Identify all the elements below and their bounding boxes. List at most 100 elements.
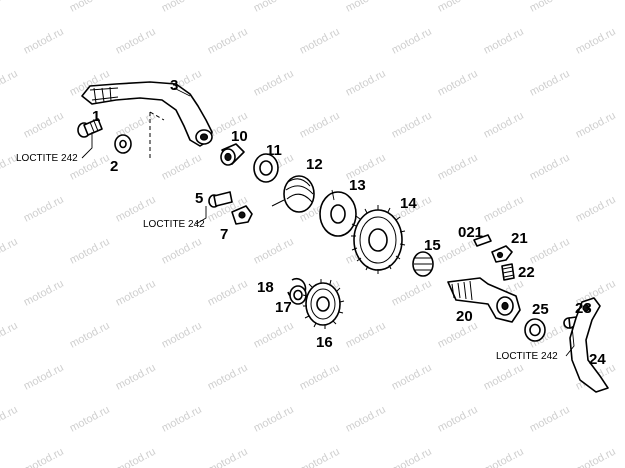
watermark-text: motod.ru [574,194,618,225]
watermark-text: motod.ru [390,278,434,309]
watermark-text: motod.ru [114,26,158,57]
ring-11 [253,153,279,183]
label-part-7: 7 [220,226,228,243]
clip-21 [491,245,513,263]
watermark-text: motod.ru [68,236,112,267]
loctite-note-3: LOCTITE 242 [496,351,558,362]
watermark-text: motod.ru [252,404,296,435]
watermark-text: motod.ru [22,110,66,141]
watermark-text: motod.ru [114,446,158,468]
watermark-text: motod.ru [482,446,526,468]
watermark-text: motod.ru [390,446,434,468]
watermark-text: motod.ru [22,362,66,393]
label-part-16: 16 [316,334,333,351]
watermark-text: motod.ru [298,362,342,393]
watermark-text: motod.ru [160,0,204,15]
watermark-text: motod.ru [0,404,20,435]
label-part-24: 24 [589,351,606,368]
watermark-text: motod.ru [436,152,480,183]
watermark-text: motod.ru [390,362,434,393]
leader-lines [81,87,575,357]
watermark-text: motod.ru [160,152,204,183]
loctite-note-2: LOCTITE 242 [143,219,205,230]
label-part-021: 021 [458,224,483,241]
watermark-text: motod.ru [22,194,66,225]
watermark-text: motod.ru [0,0,20,15]
watermark-text: motod.ru [528,0,572,15]
watermark-text: motod.ru [344,0,388,15]
washer-25 [524,318,546,342]
watermark-text: motod.ru [574,110,618,141]
watermark-text: motod.ru [160,236,204,267]
watermark-text: motod.ru [482,110,526,141]
idler-gear-16 [302,279,345,329]
washer-13 [319,191,357,237]
watermark-text: motod.ru [0,68,20,99]
label-part-14: 14 [400,195,417,212]
watermark-text: motod.ru [298,446,342,468]
watermark-text: motod.ru [22,446,66,468]
watermark-text: motod.ru [436,404,480,435]
watermark-text: motod.ru [344,404,388,435]
watermark-text: motod.ru [482,362,526,393]
bolt-1 [77,118,103,138]
watermark-text: motod.ru [206,446,250,468]
watermark-text: motod.ru [252,320,296,351]
watermark-text: motod.ru [574,26,618,57]
watermark-text: motod.ru [528,404,572,435]
watermark-text: motod.ru [206,278,250,309]
watermark-text: motod.ru [528,152,572,183]
watermark-text: motod.ru [344,320,388,351]
watermark-text: motod.ru [528,68,572,99]
watermark-text: motod.ru [298,110,342,141]
screw-5 [208,191,233,208]
watermark-text: motod.ru [160,320,204,351]
label-part-15: 15 [424,237,441,254]
label-part-13: 13 [349,177,366,194]
watermark-text: motod.ru [68,320,112,351]
label-part-12: 12 [306,156,323,173]
watermark-text: motod.ru [0,320,20,351]
watermark-text: motod.ru [436,68,480,99]
watermark-text: motod.ru [0,236,20,267]
bushing-10 [220,143,245,166]
label-part-23: 23 [575,300,592,317]
watermark-text: motod.ru [344,68,388,99]
watermark-text: motod.ru [390,110,434,141]
kick-lever [81,81,213,158]
watermark-text: motod.ru [298,26,342,57]
watermark-text: motod.ru [252,0,296,15]
washer-17 [289,285,307,305]
label-part-3: 3 [170,77,178,94]
watermark-text: motod.ru [482,26,526,57]
watermark-text: motod.ru [528,236,572,267]
watermark-text: motod.ru [68,0,112,15]
watermark-text: motod.ru [390,26,434,57]
label-part-17: 17 [275,299,292,316]
label-part-1: 1 [92,108,100,125]
watermark-text: motod.ru [574,446,618,468]
loctite-note-1: LOCTITE 242 [16,153,78,164]
watermark-text: motod.ru [252,68,296,99]
pin-021 [473,234,492,247]
label-part-25: 25 [532,301,549,318]
watermark-text: motod.ru [114,362,158,393]
label-part-2: 2 [110,158,118,175]
watermark-text: motod.ru [252,236,296,267]
watermark-text: motod.ru [206,362,250,393]
label-part-11: 11 [266,142,282,159]
watermark-text: motod.ru [206,26,250,57]
watermark-text: motod.ru [22,26,66,57]
watermark-text: motod.ru [160,404,204,435]
watermark-text: motod.ru [22,278,66,309]
watermark-text: motod.ru [436,0,480,15]
guide-plate-24 [569,297,609,393]
spring-12 [271,175,315,213]
stop-plate-7 [231,205,253,225]
washer-2 [114,134,132,154]
label-part-21: 21 [511,230,528,247]
label-part-18: 18 [257,279,274,296]
spring-15 [412,251,434,277]
label-part-22: 22 [518,264,535,281]
